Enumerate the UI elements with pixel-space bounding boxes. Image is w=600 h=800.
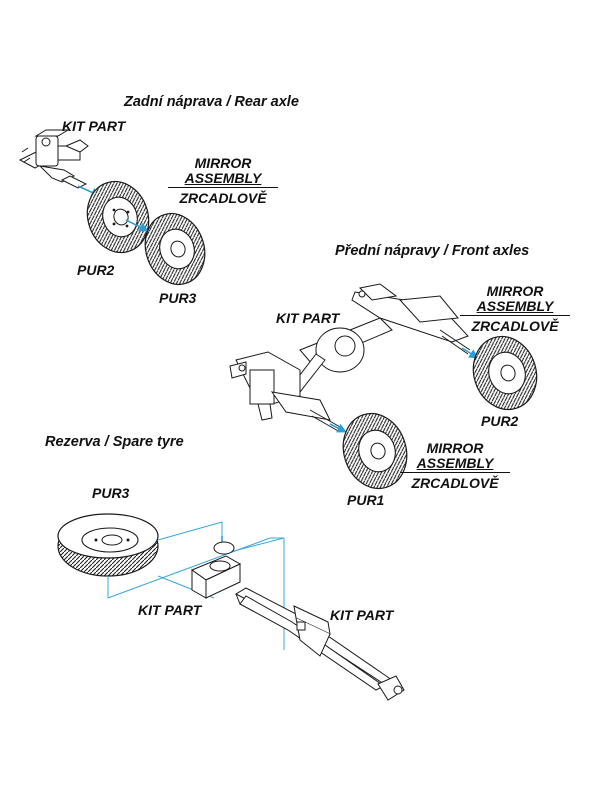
front-axle-kit-part — [229, 283, 471, 433]
mirror-line-3: ZRCADLOVĚ — [411, 475, 499, 491]
front-top-mirror-assembly-label: MIRROR ASSEMBLY ZRCADLOVĚ — [460, 284, 570, 333]
mirror-line-3: ZRCADLOVĚ — [179, 190, 267, 206]
spare-pur3-label: PUR3 — [92, 485, 130, 501]
mirror-line-1: MIRROR — [194, 155, 252, 171]
mirror-line-1: MIRROR — [426, 440, 484, 456]
front-wheel-pur1 — [342, 413, 408, 489]
rear-wheel-pur2 — [86, 180, 150, 254]
front-kit-part-label: KIT PART — [276, 310, 340, 326]
rear-arrow-2 — [125, 219, 149, 232]
mirror-line-1: MIRROR — [486, 283, 544, 299]
rear-wheel-pur3 — [144, 213, 206, 285]
rear-mirror-assembly-label: MIRROR ASSEMBLY ZRCADLOVĚ — [168, 156, 278, 205]
rear-axle-heading: Zadní náprava / Rear axle — [124, 94, 299, 110]
rear-kit-part-label: KIT PART — [62, 118, 126, 134]
mirror-line-2: ASSEMBLY — [184, 170, 262, 186]
front-wheel-pur2 — [472, 335, 538, 411]
mirror-line-2: ASSEMBLY — [476, 298, 554, 314]
mirror-line-3: ZRCADLOVĚ — [471, 318, 559, 334]
mirror-line-2: ASSEMBLY — [416, 455, 494, 471]
rear-pur2-label: PUR2 — [77, 262, 115, 278]
spare-tyre-heading: Rezerva / Spare tyre — [45, 434, 184, 450]
front-axles-heading: Přední nápravy / Front axles — [335, 243, 530, 259]
front-pur2-label: PUR2 — [481, 413, 519, 429]
mirror-divider — [460, 315, 570, 316]
rear-pur3-label: PUR3 — [159, 290, 197, 306]
spare-kit-part-label-left: KIT PART — [138, 602, 202, 618]
spare-kit-part-label-right: KIT PART — [330, 607, 394, 623]
rear-axle-kit-part — [18, 129, 89, 189]
mirror-divider — [400, 472, 510, 473]
front-bottom-mirror-assembly-label: MIRROR ASSEMBLY ZRCADLOVĚ — [400, 441, 510, 490]
spare-carrier-frame — [190, 541, 405, 701]
front-pur1-label: PUR1 — [347, 492, 385, 508]
mirror-divider — [168, 187, 278, 188]
spare-wheel-pur3 — [57, 513, 159, 577]
front-arrow-1 — [329, 423, 347, 433]
